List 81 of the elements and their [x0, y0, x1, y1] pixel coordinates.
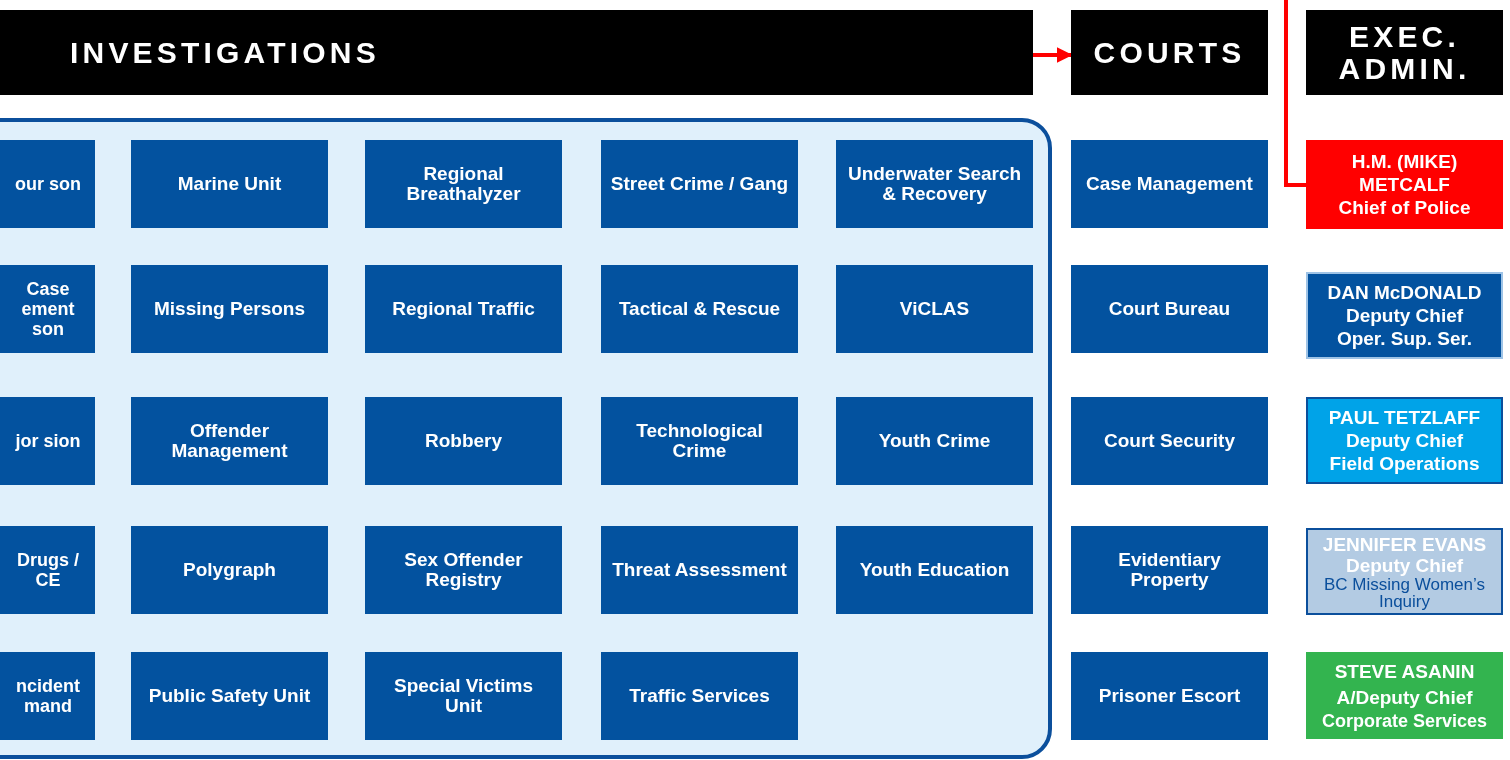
unit-box [836, 397, 1033, 485]
unit-box [601, 397, 798, 485]
section-title: COURTS [1093, 36, 1246, 69]
unit-label: A/Deputy Chief [1336, 686, 1473, 710]
section-header [1071, 10, 1268, 95]
unit-label: Public Safety Unit [147, 686, 312, 706]
unit-label: Case Management [1085, 174, 1254, 194]
unit-label: Regional Breathalyzer [405, 164, 522, 204]
unit-box [365, 526, 562, 614]
deputy-box [1306, 272, 1503, 359]
section-header [1306, 10, 1503, 95]
unit-label: Court Bureau [1107, 299, 1232, 319]
unit-box [1071, 140, 1268, 228]
unit-label: Marine Unit [176, 174, 283, 194]
unit-label: Oper. Sup. Ser. [1336, 327, 1473, 350]
unit-label: Threat Assessment [611, 560, 788, 580]
section-title: INVESTIGATIONS [70, 36, 380, 69]
unit-label: Underwater Search & Recovery [846, 164, 1023, 204]
deputy-box [1306, 528, 1503, 615]
unit-box [601, 526, 798, 614]
unit-label: jor sion [15, 431, 81, 451]
unit-box [836, 526, 1033, 614]
unit-box [131, 652, 328, 740]
unit-label: Prisoner Escort [1097, 686, 1242, 706]
unit-box [131, 140, 328, 228]
unit-label: BC Missing Women’s Inquiry [1323, 575, 1486, 610]
unit-label: Court Security [1103, 431, 1236, 451]
unit-box [601, 265, 798, 353]
unit-box [601, 652, 798, 740]
unit-label: ncident mand [15, 676, 81, 716]
unit-box [365, 652, 562, 740]
unit-label: Special Victims Unit [392, 676, 535, 716]
unit-label: our son [15, 174, 81, 194]
unit-box [131, 265, 328, 353]
unit-label: Polygraph [182, 560, 277, 580]
unit-label: Robbery [423, 431, 504, 451]
unit-label: Technological Crime [635, 421, 764, 461]
unit-label: Traffic Services [628, 686, 771, 706]
chief-box [1306, 140, 1503, 229]
unit-box [1071, 652, 1268, 740]
unit-label: DAN McDONALD [1327, 281, 1482, 304]
unit-label: Missing Persons [153, 299, 306, 319]
unit-label: STEVE ASANIN [1334, 660, 1475, 684]
unit-box [836, 265, 1033, 353]
unit-box [131, 526, 328, 614]
unit-label: Field Operations [1329, 452, 1480, 475]
connector-line [1033, 47, 1073, 63]
unit-label: Chief of Police [1338, 196, 1471, 219]
unit-label: Drugs / CE [16, 550, 80, 590]
unit-label: Tactical & Rescue [617, 299, 782, 319]
connector-line [1284, 0, 1306, 187]
unit-label: Regional Traffic [391, 299, 536, 319]
section-header [0, 10, 1033, 95]
unit-box [365, 397, 562, 485]
unit-box [1071, 265, 1268, 353]
unit-label: Deputy Chief [1345, 304, 1464, 327]
unit-box [601, 140, 798, 228]
unit-label: Deputy Chief [1345, 554, 1464, 576]
unit-box [131, 397, 328, 485]
unit-box [365, 140, 562, 228]
deputy-box [1306, 652, 1503, 739]
unit-box [836, 140, 1033, 228]
investigations-panel [0, 118, 1052, 759]
unit-label: Youth Education [858, 560, 1011, 580]
unit-label: PAUL TETZLAFF [1328, 406, 1481, 429]
unit-label: Case ement son [20, 279, 76, 339]
unit-label: Street Crime / Gang [609, 174, 790, 194]
unit-label: Evidentiary Property [1117, 550, 1222, 590]
unit-label: ViCLAS [898, 299, 971, 319]
unit-label: JENNIFER EVANS [1322, 533, 1487, 555]
unit-label: Deputy Chief [1345, 429, 1464, 452]
unit-box [1071, 526, 1268, 614]
deputy-box [1306, 397, 1503, 484]
unit-label: Offender Management [170, 421, 289, 461]
section-title: EXEC. ADMIN. [1337, 20, 1472, 85]
unit-box [1071, 397, 1268, 485]
unit-label: Youth Crime [877, 431, 992, 451]
unit-label: H.M. (MIKE) METCALF [1350, 150, 1459, 196]
unit-label: Corporate Services [1321, 711, 1488, 732]
unit-label: Sex Offender Registry [403, 550, 524, 590]
unit-box [365, 265, 562, 353]
